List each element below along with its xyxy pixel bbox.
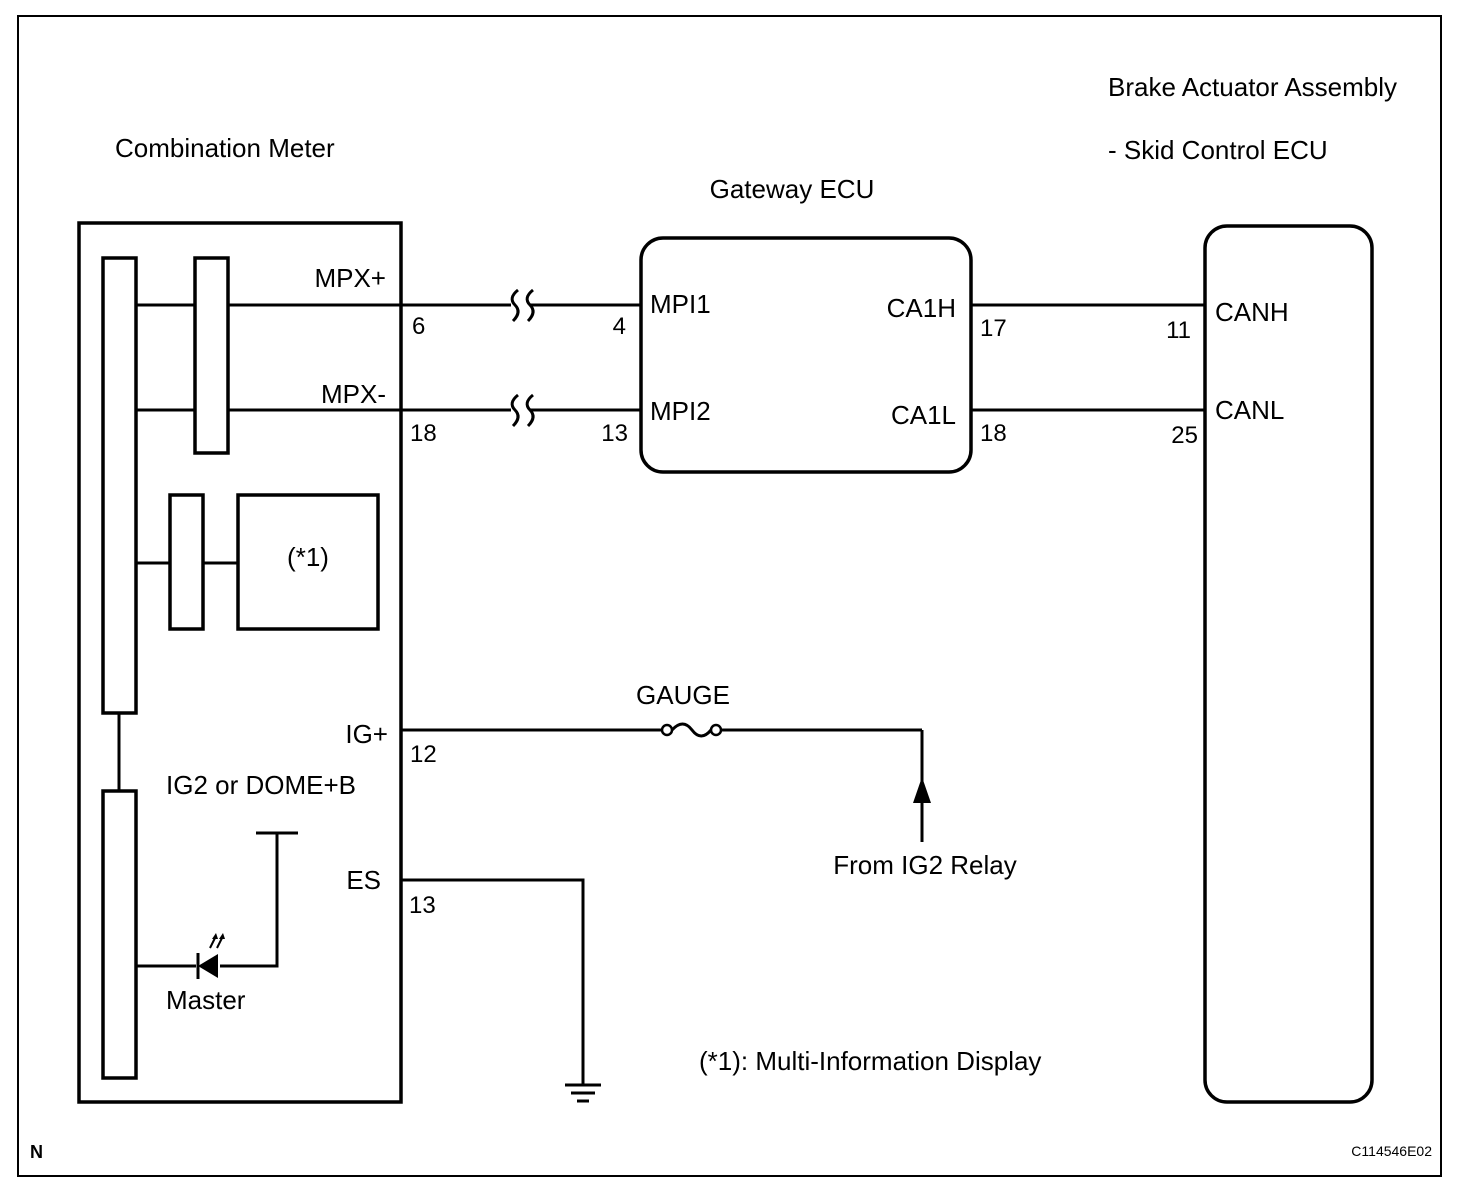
pin-skid-canl: 25: [1171, 422, 1198, 449]
pin-meter-mpx-minus: 18: [410, 420, 437, 447]
terminal-canh: CANH: [1215, 297, 1289, 327]
pin-gateway-ca1l: 18: [980, 420, 1007, 447]
fuse-terminal-right: [709, 723, 723, 737]
terminal-canl: CANL: [1215, 395, 1284, 425]
light-arrowhead-1: [212, 933, 218, 939]
pin-meter-mpx-plus: 6: [412, 313, 425, 340]
fuse-gauge-label: GAUGE: [636, 680, 730, 710]
pin-meter-ig-plus: 12: [410, 741, 437, 768]
terminal-mpi2: MPI2: [650, 396, 711, 426]
brake-actuator-title-line2: - Skid Control ECU: [1108, 135, 1328, 165]
combination-meter-box: [77, 221, 403, 1104]
terminal-mpx-plus: MPX+: [314, 263, 386, 293]
terminal-ig-plus: IG+: [345, 719, 388, 749]
fuse-terminal-left: [660, 723, 674, 737]
diagram-frame: [17, 15, 1442, 1177]
mpx-interface-block: [193, 256, 230, 455]
multi-info-display-label: (*1): [287, 542, 329, 572]
terminal-es: ES: [346, 865, 381, 895]
light-arrowhead-2: [219, 933, 225, 939]
gateway-ecu-box: [639, 236, 973, 474]
pin-gateway-ca1h: 17: [980, 315, 1007, 342]
terminal-ca1h: CA1H: [887, 293, 956, 323]
terminal-ca1l: CA1L: [891, 400, 956, 430]
brake-actuator-title-line1: Brake Actuator Assembly: [1108, 72, 1397, 102]
wire-break-symbol-mpx-minus: [510, 393, 535, 428]
wire-break-symbol-mpx-plus: [510, 288, 535, 323]
gateway-ecu-title: Gateway ECU: [710, 174, 875, 204]
meter-lower-block: [101, 789, 138, 1080]
terminal-mpi1: MPI1: [650, 289, 711, 319]
wire-master-indicator: [220, 833, 279, 968]
pin-skid-canh: 11: [1166, 317, 1191, 344]
terminal-mpx-minus: MPX-: [321, 379, 386, 409]
fuse-gauge-icon: [670, 722, 713, 738]
meter-cpu-block: [101, 256, 138, 715]
arrow-up-icon: [913, 777, 931, 803]
combination-meter-title: Combination Meter: [115, 133, 335, 163]
led-master-icon: [198, 954, 218, 978]
mid-interface-block: [168, 493, 205, 631]
figure-id: C114546E02: [1351, 1143, 1432, 1159]
ig2-dome-label: IG2 or DOME+B: [166, 770, 356, 800]
pin-meter-es: 13: [409, 892, 436, 919]
footnote-multi-info-display: (*1): Multi-Information Display: [699, 1046, 1041, 1076]
wire-es-ground: [401, 878, 585, 1085]
skid-control-ecu-box: [1203, 224, 1374, 1104]
corner-mark: N: [30, 1142, 43, 1162]
ig2-relay-label: From IG2 Relay: [833, 850, 1017, 880]
master-label: Master: [166, 985, 246, 1015]
pin-gateway-mpi2: 13: [601, 420, 628, 447]
pin-gateway-mpi1: 4: [613, 313, 626, 340]
